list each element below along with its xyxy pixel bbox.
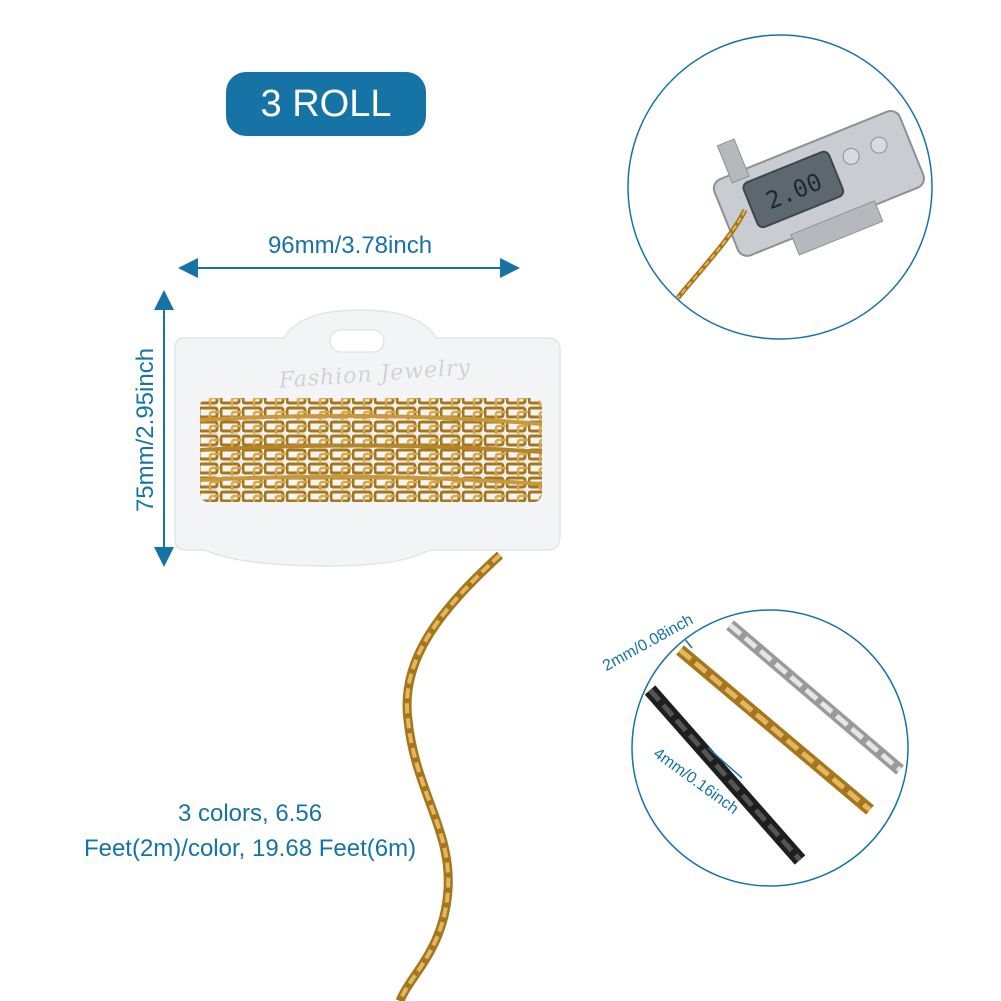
height-dimension-text: 75mm/2.95inch (132, 347, 159, 513)
description-line-1: 3 colors, 6.56 (177, 800, 323, 827)
description-line-2: Feet(2m)/color, 19.68 Feet(6m) (83, 835, 417, 862)
product-description: 3 colors, 6.56 Feet(2m)/color, 19.68 Fee… (30, 796, 470, 866)
caliper-detail-circle: 2.00 (627, 34, 933, 340)
width-dimension-label: 96mm/3.78inch (267, 232, 433, 259)
loose-chain (395, 551, 504, 1001)
roll-count-badge: 3 ROLL (226, 72, 426, 136)
color-detail-circle (631, 609, 909, 887)
wound-chain (199, 398, 543, 502)
